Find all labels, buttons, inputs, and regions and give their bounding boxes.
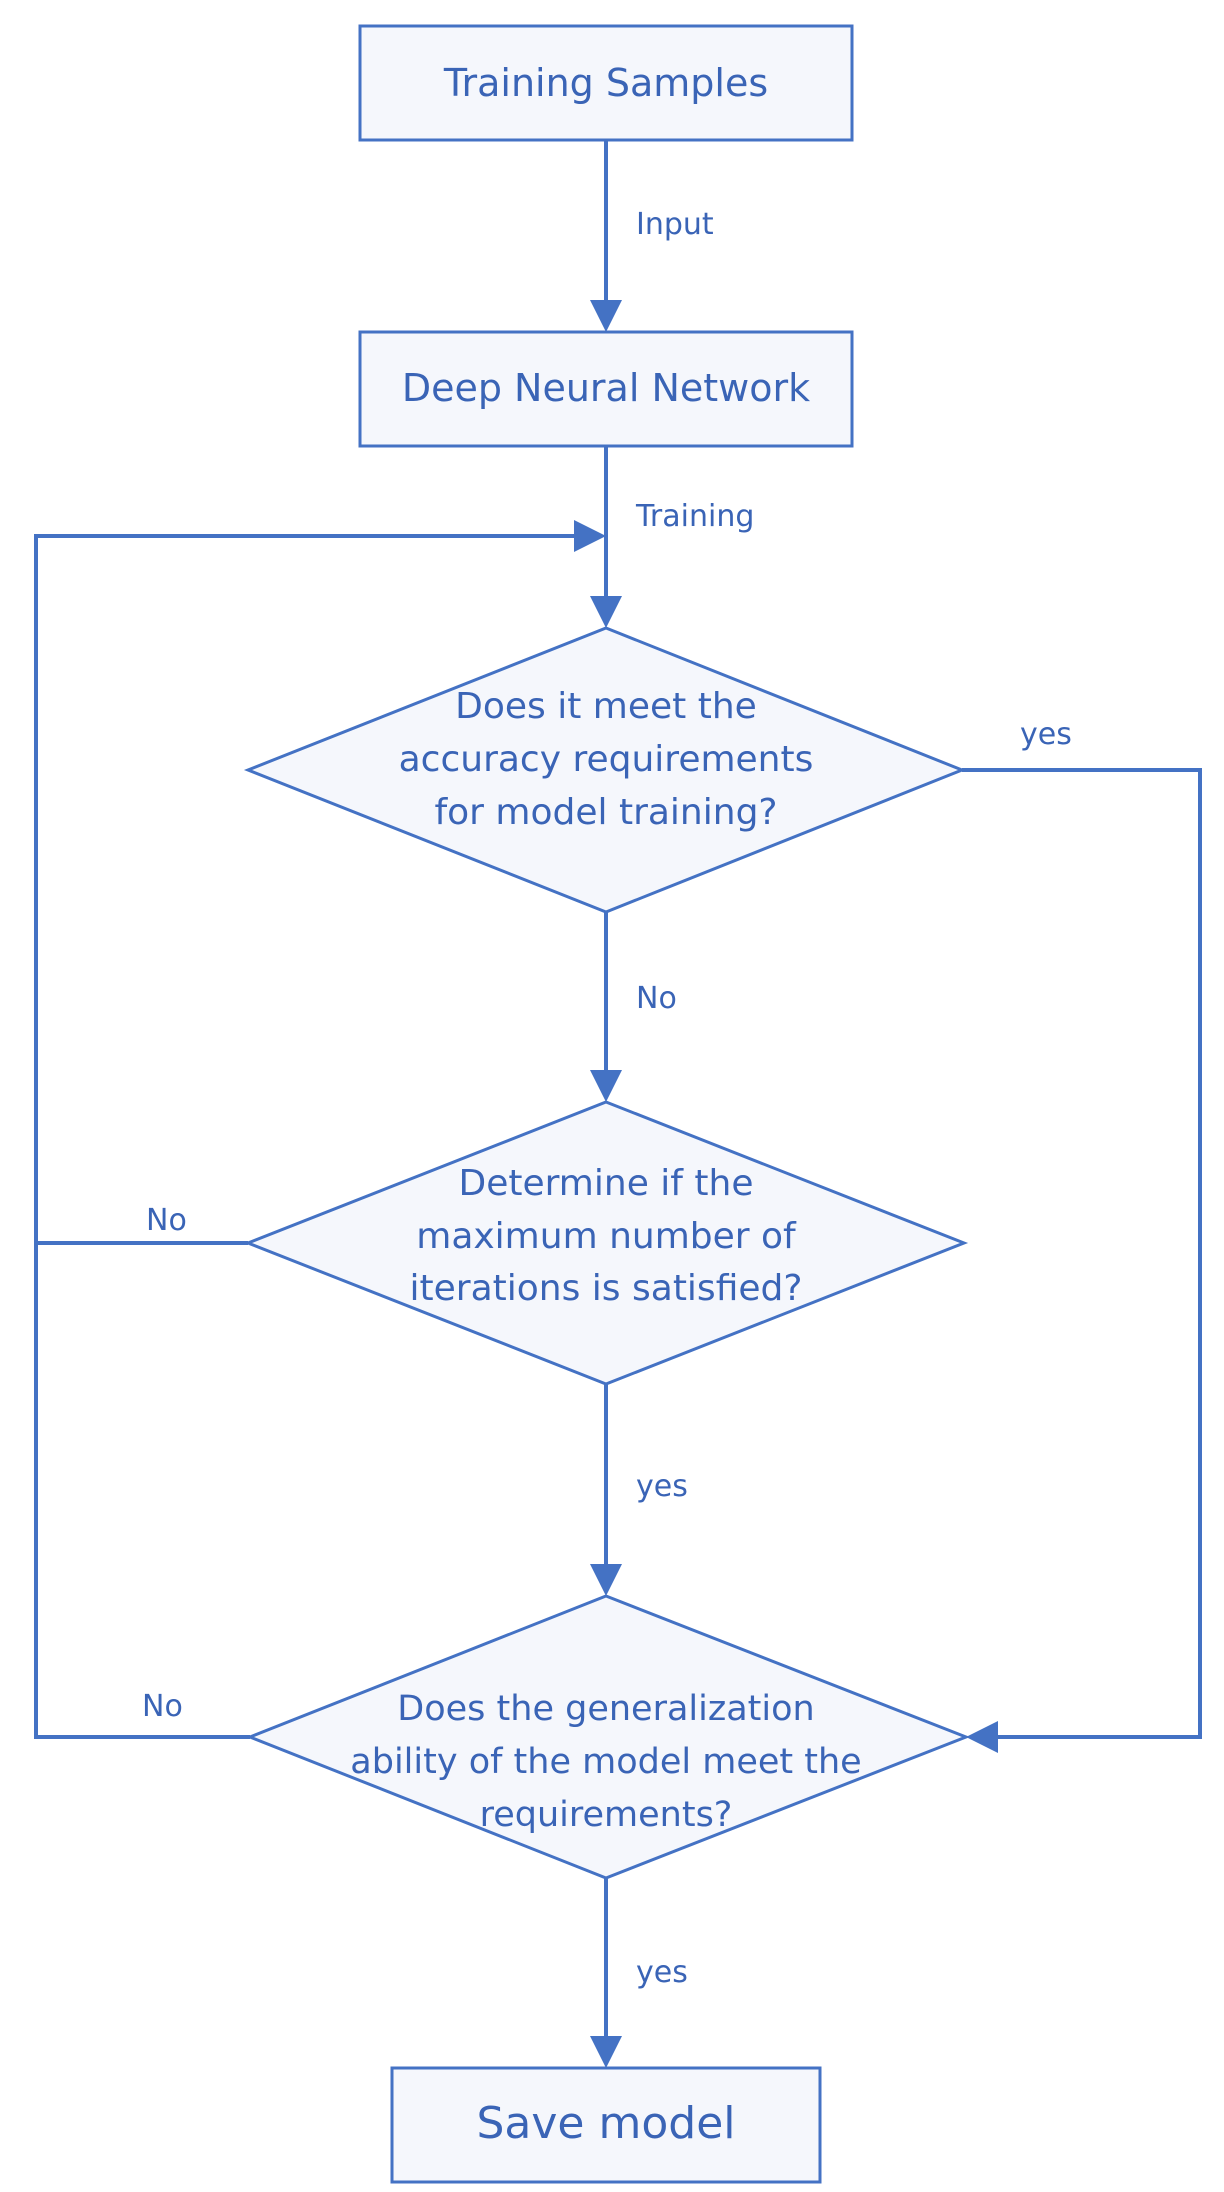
- edge-label-iterations-yes: yes: [636, 1469, 688, 1504]
- save-model-node: Save model: [390, 2066, 822, 2184]
- edge-label-iterations-no: No: [146, 1203, 187, 1238]
- edge-label-training: Training: [635, 499, 754, 534]
- generalization-decision-node: Does the generalization ability of the m…: [245, 1594, 971, 1880]
- accuracy-decision-node: Does it meet the accuracy requirements f…: [243, 626, 967, 914]
- deep-neural-network-node: Deep Neural Network: [358, 330, 854, 448]
- save-model-label: Save model: [477, 2098, 736, 2149]
- generalization-decision-line-2: ability of the model meet the: [350, 1742, 861, 1782]
- edge-label-accuracy-yes: yes: [1020, 717, 1072, 752]
- iterations-decision-node: Determine if the maximum number of itera…: [243, 1100, 969, 1386]
- edge-generalization-no-loop: [34, 520, 606, 1739]
- deep-neural-network-label: Deep Neural Network: [402, 366, 810, 410]
- generalization-decision-line-3: requirements?: [480, 1795, 733, 1835]
- accuracy-decision-line-1: Does it meet the: [455, 686, 757, 727]
- edge-label-generalization-no: No: [142, 1689, 183, 1724]
- training-samples-label: Training Samples: [443, 61, 768, 105]
- edge-accuracy-yes-to-generalization: [962, 768, 1202, 1753]
- generalization-decision-line-1: Does the generalization: [397, 1689, 814, 1729]
- iterations-decision-line-3: iterations is satisfied?: [410, 1268, 803, 1309]
- accuracy-decision-line-3: for model training?: [434, 792, 777, 833]
- training-samples-node: Training Samples: [358, 24, 854, 142]
- edge-label-generalization-yes: yes: [636, 1955, 688, 1990]
- edge-label-input: Input: [636, 207, 714, 242]
- iterations-decision-line-2: maximum number of: [416, 1216, 797, 1257]
- accuracy-decision-line-2: accuracy requirements: [399, 739, 814, 780]
- iterations-decision-line-1: Determine if the: [459, 1163, 754, 1204]
- edge-label-accuracy-no: No: [636, 981, 677, 1016]
